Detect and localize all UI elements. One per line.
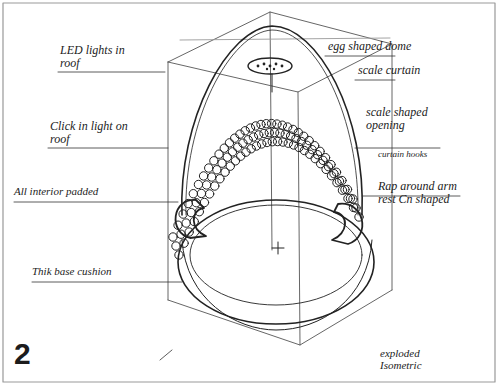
scale-circle (252, 142, 260, 150)
scale-circle (208, 173, 216, 181)
scale-circle (303, 141, 311, 149)
scale-circle (205, 190, 213, 198)
scale-circle (281, 130, 289, 138)
annotation-label: scale curtain (358, 64, 458, 77)
scale-circle (226, 162, 234, 170)
scale-circle (223, 153, 231, 161)
scale-circle (228, 148, 236, 156)
scale-circle (189, 190, 197, 198)
annotation-label: Rap around arm rest Cn shaped (378, 180, 468, 205)
scale-circle (194, 180, 202, 188)
scale-circle (327, 171, 335, 179)
scale-circle (279, 138, 287, 146)
scale-circle (244, 136, 252, 144)
scale-circle (278, 121, 286, 129)
scale-circle (211, 182, 219, 190)
scale-circle (199, 172, 207, 180)
scale-circle (220, 144, 228, 152)
scale-circle (306, 150, 314, 158)
annotation-label: exploded Isometric (380, 348, 460, 371)
scale-circle (273, 120, 281, 128)
scale-circle (172, 242, 180, 250)
led-light (248, 58, 292, 92)
scale-circle (276, 129, 284, 137)
scale-circle (300, 132, 308, 140)
scale-circle (252, 122, 260, 130)
isometric-box (168, 12, 392, 345)
annotation-label: curtain hooks (378, 150, 478, 159)
scale-circle (258, 140, 266, 148)
scale-circle (255, 131, 263, 139)
scale-circle (338, 186, 346, 194)
annotation-label: LED lights in roof (60, 44, 142, 69)
scale-circle (169, 233, 177, 241)
scale-circle (197, 189, 205, 197)
frame (3, 3, 495, 382)
scale-circle (246, 124, 254, 132)
scale-circle (241, 127, 249, 135)
scale-curtain (169, 119, 363, 259)
arm-rests (176, 200, 363, 244)
leader-lines (14, 56, 460, 360)
scale-circle (327, 160, 335, 168)
scale-circle (344, 194, 352, 202)
egg-dome (182, 26, 362, 215)
scale-circle (311, 154, 319, 162)
annotation-label: Thik base cushion (32, 266, 182, 278)
scale-circle (202, 181, 210, 189)
scale-circle (333, 178, 341, 186)
scale-circle (321, 153, 329, 161)
annotation-label: All interior padded (14, 186, 174, 198)
scale-circle (289, 141, 297, 149)
scale-circle (182, 219, 190, 227)
scale-circle (225, 139, 233, 147)
scale-circle (231, 157, 239, 165)
scale-circle (284, 139, 292, 147)
scale-circle (179, 210, 187, 218)
scale-circle (324, 162, 332, 170)
annotation-label: egg shaped dome (328, 40, 438, 53)
base-cushion (178, 200, 374, 330)
scale-circle (205, 164, 213, 172)
figure-number: 2 (14, 338, 54, 370)
scale-circle (330, 169, 338, 177)
scale-circle (247, 145, 255, 153)
annotation-label: scale shaped opening (366, 106, 446, 131)
scale-circle (177, 230, 185, 238)
annotation-label: Click in light on roof (50, 120, 150, 145)
scale-circle (249, 133, 257, 141)
